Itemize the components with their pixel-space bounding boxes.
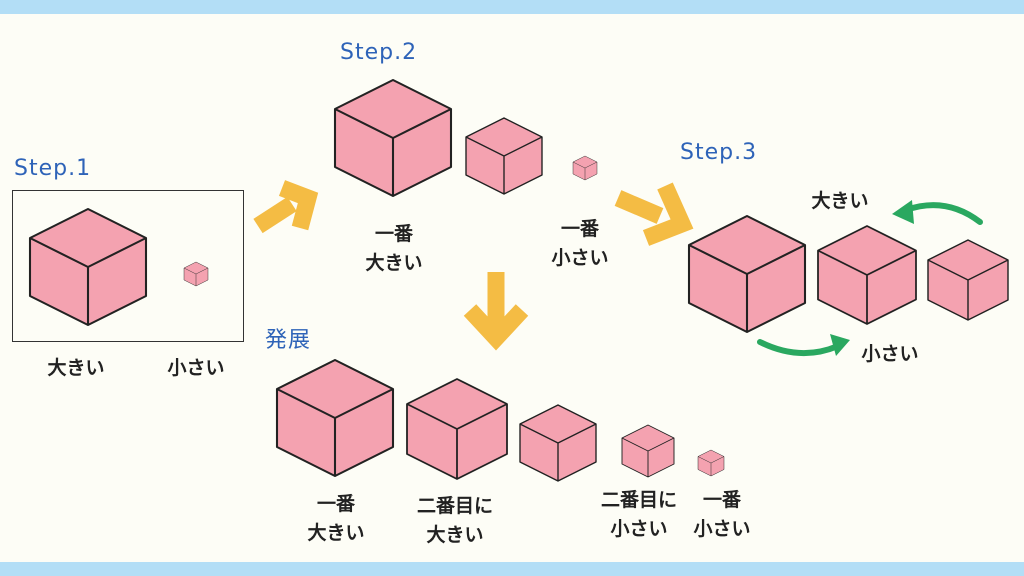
advanced-largest-label: 一番 大きい: [294, 490, 378, 548]
step3-large-cube: [687, 214, 807, 334]
advanced-largest-cube: [275, 358, 395, 478]
advanced-smallest-label: 一番 小さい: [684, 486, 760, 544]
advanced-second-small-line2: 小さい: [610, 518, 668, 540]
advanced-smallest-line1: 一番: [702, 489, 741, 511]
advanced-second-large-line2: 大きい: [426, 524, 484, 546]
advanced-second-small-label: 二番目に 小さい: [584, 486, 694, 544]
top-band: [0, 0, 1024, 14]
advanced-second-large-label: 二番目に 大きい: [400, 492, 510, 550]
arrow-step1-to-step2: [253, 180, 319, 234]
step3-small-label: 小さい: [850, 340, 930, 369]
step3-title: Step.3: [680, 140, 758, 165]
step2-smallest-line1: 一番: [560, 218, 599, 240]
bottom-band: [0, 562, 1024, 576]
step1-small-text: 小さい: [167, 357, 225, 379]
step1-big-label: 大きい: [36, 354, 116, 383]
step3-small-cube: [927, 239, 1009, 321]
step1-large-cube: [28, 207, 148, 327]
step3-big-text: 大きい: [811, 190, 869, 212]
step2-smallest-line2: 小さい: [551, 247, 609, 269]
step1-small-label: 小さい: [156, 354, 236, 383]
step3-middle-cube: [817, 225, 917, 325]
advanced-title: 発展: [265, 328, 312, 353]
arrow-step2-to-advanced: [463, 272, 529, 351]
advanced-medium-cube: [519, 404, 597, 482]
advanced-largest-line2: 大きい: [307, 522, 365, 544]
step2-largest-line2: 大きい: [365, 252, 423, 274]
step2-title: Step.2: [340, 40, 418, 65]
arrow-step2-to-step3: [614, 182, 694, 246]
step2-smallest-label: 一番 小さい: [538, 215, 622, 273]
step1-big-text: 大きい: [47, 357, 105, 379]
advanced-second-large-line1: 二番目に: [416, 495, 493, 517]
step2-largest-label: 一番 大きい: [352, 220, 436, 278]
step2-largest-line1: 一番: [374, 223, 413, 245]
step2-smallest-cube: [572, 155, 598, 181]
green-arrow-bottom: [757, 334, 850, 357]
step2-largest-cube: [333, 78, 453, 198]
step1-small-cube: [183, 261, 209, 287]
advanced-largest-line1: 一番: [316, 493, 355, 515]
step3-big-label: 大きい: [800, 187, 880, 216]
advanced-second-small-cube: [621, 424, 675, 478]
advanced-smallest-line2: 小さい: [693, 518, 751, 540]
advanced-second-small-line1: 二番目に: [600, 489, 677, 511]
step1-frame: [12, 190, 244, 342]
advanced-smallest-cube: [697, 449, 725, 477]
step1-title: Step.1: [14, 156, 92, 181]
green-arrow-top: [892, 200, 983, 225]
step2-middle-cube: [465, 117, 543, 195]
advanced-second-large-cube: [406, 378, 508, 480]
step3-small-text: 小さい: [861, 343, 919, 365]
